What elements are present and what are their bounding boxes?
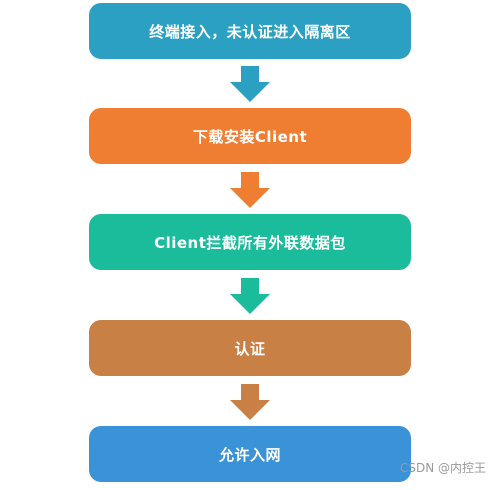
- down-arrow-icon: [230, 66, 270, 102]
- down-arrow-icon: [230, 172, 270, 208]
- down-arrow-icon: [230, 278, 270, 314]
- step-label: 下载安装Client: [192, 127, 308, 146]
- step-label: 允许入网: [218, 445, 281, 464]
- step-install-client: 下载安装Client: [89, 108, 411, 164]
- step-allow-network: 允许入网: [89, 426, 411, 482]
- down-arrow-icon: [230, 384, 270, 420]
- watermark: CSDN @内控王: [399, 461, 486, 475]
- step-label: 认证: [234, 339, 266, 358]
- step-authenticate: 认证: [89, 320, 411, 376]
- step-terminal-access: 终端接入，未认证进入隔离区: [89, 3, 411, 59]
- step-client-intercept: Client拦截所有外联数据包: [89, 214, 411, 270]
- step-label: Client拦截所有外联数据包: [154, 233, 346, 252]
- step-label: 终端接入，未认证进入隔离区: [149, 22, 351, 41]
